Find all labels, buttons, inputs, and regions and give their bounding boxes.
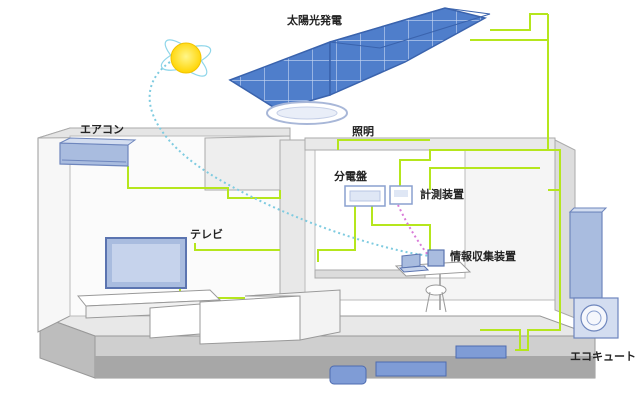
label-meter: 計測装置 — [420, 188, 464, 202]
collector-icon — [428, 250, 444, 266]
label-lighting: 照明 — [352, 125, 374, 139]
distribution-panel-icon — [345, 186, 385, 206]
label-distribution-panel: 分電盤 — [334, 170, 367, 184]
label-tv: テレビ — [190, 228, 223, 242]
label-collector: 情報収集装置 — [450, 250, 516, 264]
solar-panel — [230, 8, 490, 110]
sun-icon — [158, 34, 213, 81]
ceiling-light-icon — [267, 102, 347, 124]
meter-icon — [390, 186, 412, 204]
label-ecocute: エコキュート — [570, 350, 636, 364]
air-conditioner-icon — [60, 138, 135, 166]
label-solar: 太陽光発電 — [287, 14, 342, 28]
label-aircon: エアコン — [80, 123, 124, 137]
ecocute-icon — [570, 208, 618, 338]
